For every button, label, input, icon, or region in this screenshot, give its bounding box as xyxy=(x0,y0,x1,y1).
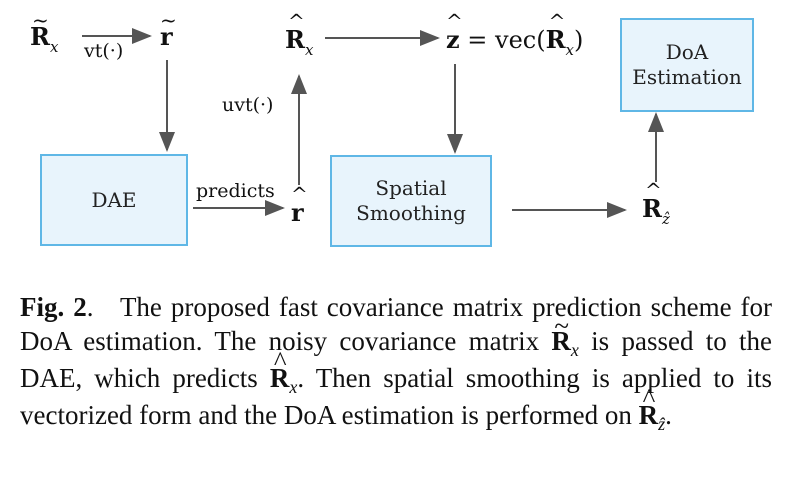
node-z-hat: z ^ = vec(R^x) xyxy=(446,9,584,59)
caption-sym-r-tilde-x: ~R xyxy=(551,311,571,356)
spatial-smoothing-box: Spatial Smoothing xyxy=(330,155,492,247)
caption-sym-r-hat-x: ^R xyxy=(269,346,290,393)
caption-label-punct: . xyxy=(86,292,94,322)
edge-label-uvt: uvt(·) xyxy=(222,94,274,116)
node-r-hat-z: R ^ ẑ xyxy=(642,178,670,228)
caption-part4: . xyxy=(665,400,672,430)
doa-label-line1: DoA xyxy=(665,40,709,64)
node-r-hat: r ^ xyxy=(291,182,308,227)
caption-part1: The proposed fast covariance matrix pred… xyxy=(20,292,773,356)
dae-box: DAE xyxy=(40,154,188,246)
node-r-tilde-x: R ~ x xyxy=(30,8,59,56)
smoothing-label-line1: Spatial xyxy=(375,176,447,200)
smoothing-label-line2: Smoothing xyxy=(356,201,466,225)
dae-label: DAE xyxy=(91,187,137,212)
caption-sym-r-hat-z: ^R xyxy=(638,383,659,430)
node-r-tilde: r ~ xyxy=(160,8,177,51)
edge-label-vt: vt(·) xyxy=(84,40,124,62)
diagram-arrows xyxy=(82,28,664,218)
caption-part3: . Then spatial smoothing is applied to i… xyxy=(20,363,772,430)
figure-caption: Fig. 2. The proposed fast covariance mat… xyxy=(20,292,773,434)
caption-part2: is passed to the DAE, which predicts xyxy=(20,326,773,393)
doa-estimation-box: DoA Estimation xyxy=(620,18,754,112)
edge-label-predicts: predicts xyxy=(196,180,275,202)
node-r-hat-x: R ^ x xyxy=(285,9,314,59)
caption-label: Fig. 2 xyxy=(20,292,87,322)
doa-label-line2: Estimation xyxy=(632,65,742,89)
